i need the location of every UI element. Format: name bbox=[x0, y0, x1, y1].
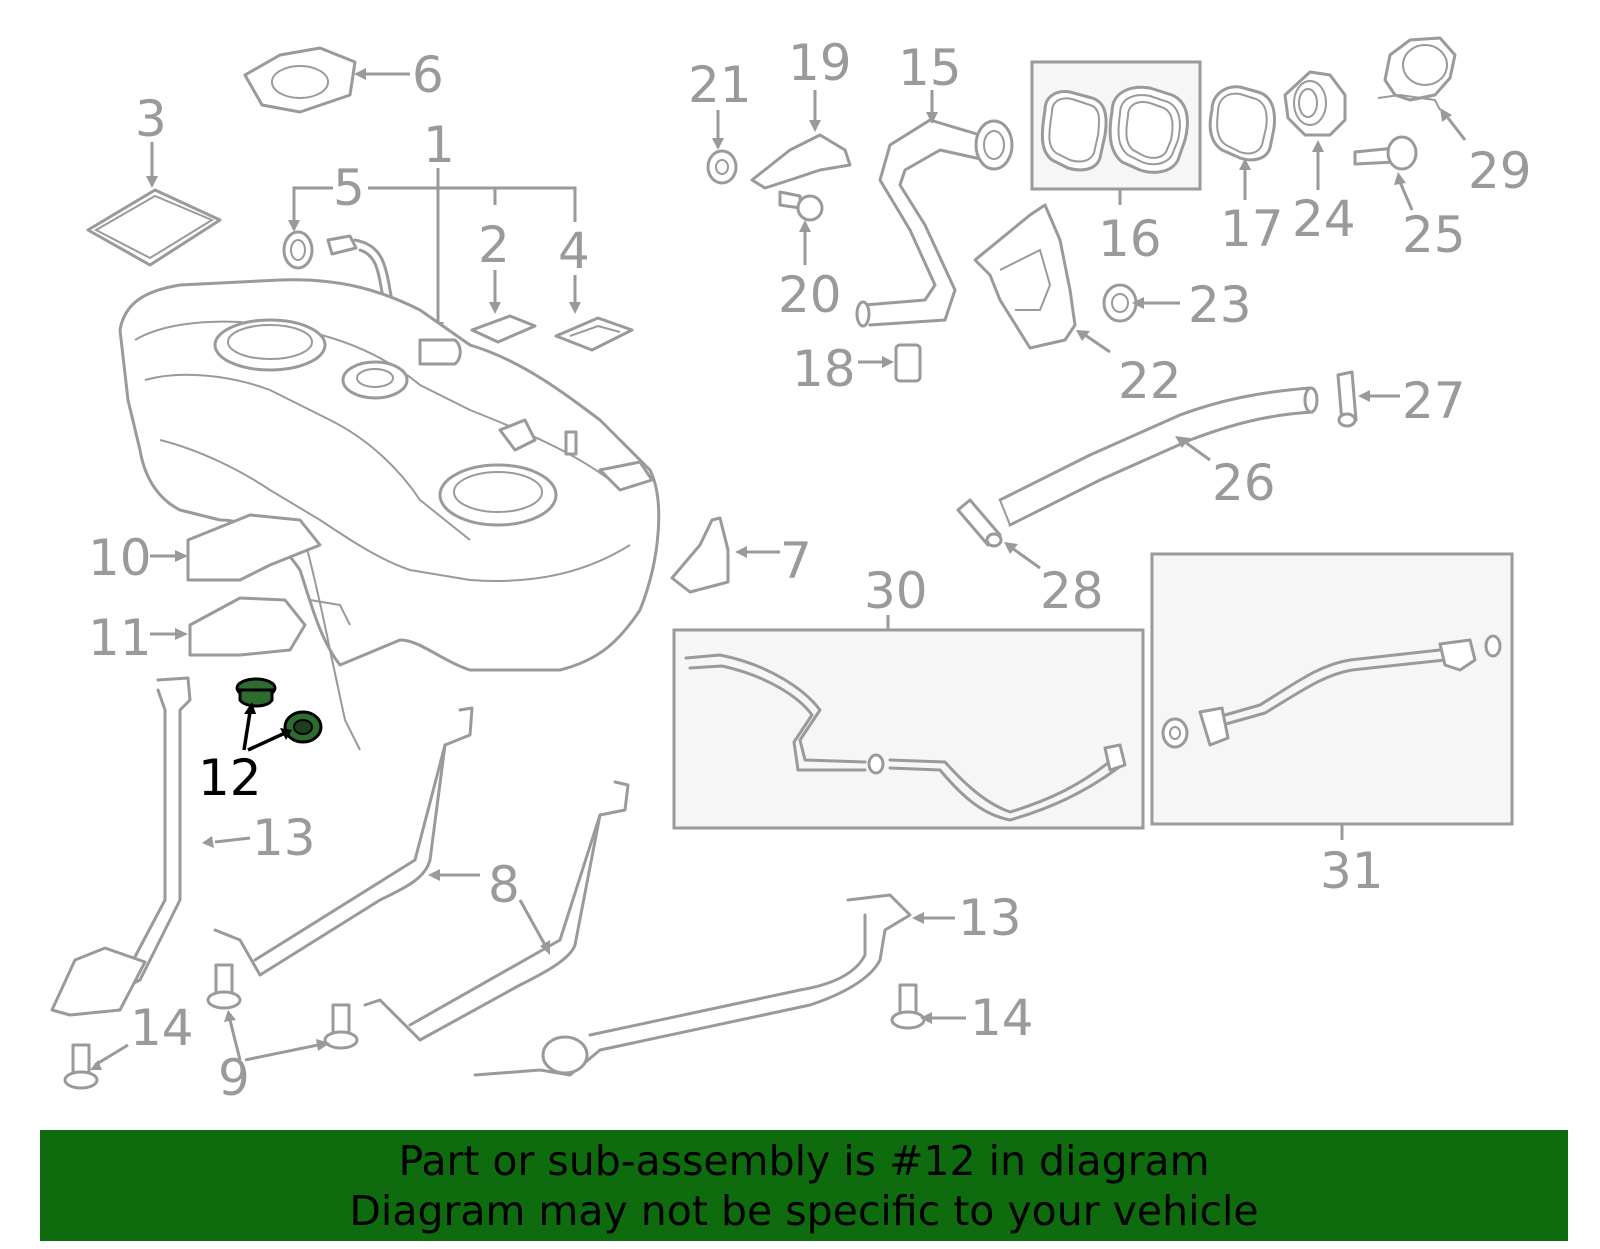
part-10-insulator bbox=[150, 513, 322, 582]
part-15-filler-pipe bbox=[855, 90, 1014, 328]
parts-diagram: 3 6 5 1 2 4 bbox=[50, 34, 1532, 1107]
callout-14a: 14 bbox=[130, 999, 194, 1057]
callout-8: 8 bbox=[488, 856, 520, 914]
callout-17: 17 bbox=[1220, 200, 1284, 258]
part-14-bolts bbox=[63, 983, 966, 1090]
banner-line-2: Diagram may not be specific to your vehi… bbox=[349, 1187, 1259, 1235]
callout-18: 18 bbox=[792, 340, 856, 398]
callout-25: 25 bbox=[1402, 206, 1466, 264]
callout-3: 3 bbox=[135, 90, 167, 148]
callout-11: 11 bbox=[88, 609, 152, 667]
callout-27: 27 bbox=[1402, 372, 1466, 430]
callout-19: 19 bbox=[788, 34, 852, 92]
part-right-strap bbox=[473, 893, 955, 1077]
callout-24: 24 bbox=[1292, 190, 1356, 248]
part-12-grommets bbox=[235, 677, 323, 752]
part-24-housing bbox=[1283, 70, 1347, 190]
part-23-nut bbox=[1102, 283, 1180, 323]
part-6-retainer bbox=[243, 46, 410, 114]
part-16-seals bbox=[1030, 60, 1202, 205]
part-30-pipe-assembly bbox=[672, 615, 1145, 830]
part-25-bolt bbox=[1353, 135, 1418, 211]
part-20-bolt bbox=[778, 190, 824, 265]
part-29-cap bbox=[1377, 36, 1467, 141]
callout-12: 12 bbox=[198, 749, 262, 807]
callout-13b: 13 bbox=[958, 889, 1022, 947]
part-3-pad bbox=[86, 142, 222, 267]
part-8-straps bbox=[213, 706, 630, 1042]
callout-2: 2 bbox=[478, 216, 510, 274]
callout-4: 4 bbox=[558, 222, 590, 280]
part-7-bracket bbox=[670, 516, 780, 594]
callout-6: 6 bbox=[412, 46, 444, 104]
part-9-bolts bbox=[206, 963, 359, 1062]
callout-15: 15 bbox=[898, 39, 962, 97]
callout-7: 7 bbox=[780, 532, 812, 590]
callout-13a: 13 bbox=[252, 809, 316, 867]
callout-28: 28 bbox=[1040, 562, 1104, 620]
callout-22: 22 bbox=[1118, 352, 1182, 410]
callout-29: 29 bbox=[1468, 142, 1532, 200]
callout-26: 26 bbox=[1212, 454, 1276, 512]
callout-21: 21 bbox=[688, 56, 752, 114]
part-28-clip bbox=[956, 498, 1041, 570]
part-31-hose-assembly bbox=[1150, 552, 1514, 840]
callout-20: 20 bbox=[778, 266, 842, 324]
callout-14b: 14 bbox=[970, 989, 1034, 1047]
callout-30: 30 bbox=[864, 562, 928, 620]
callout-16: 16 bbox=[1098, 210, 1162, 268]
part-left-strap bbox=[50, 676, 251, 1017]
part-26-hose bbox=[998, 386, 1319, 527]
part-27-clip bbox=[1336, 370, 1400, 428]
callout-1: 1 bbox=[423, 116, 455, 174]
part-17-gasket bbox=[1208, 85, 1276, 200]
banner-line-1: Part or sub-assembly is #12 in diagram bbox=[398, 1137, 1210, 1185]
part-2-pad bbox=[470, 314, 537, 344]
part-19-bracket bbox=[750, 90, 852, 190]
part-18-clip bbox=[858, 343, 922, 383]
part-22-bracket bbox=[973, 203, 1111, 354]
part-11-insulator bbox=[150, 596, 307, 657]
info-banner: Part or sub-assembly is #12 in diagram D… bbox=[40, 1130, 1568, 1241]
part-21-nut bbox=[706, 110, 738, 185]
callout-31: 31 bbox=[1320, 842, 1384, 900]
callout-10: 10 bbox=[88, 529, 152, 587]
callout-9: 9 bbox=[218, 1049, 250, 1107]
callout-23: 23 bbox=[1188, 276, 1252, 334]
callout-5: 5 bbox=[333, 159, 365, 217]
fuel-tank bbox=[118, 278, 661, 751]
leader-5-bracket bbox=[288, 168, 581, 335]
part-4-pad bbox=[554, 316, 634, 352]
